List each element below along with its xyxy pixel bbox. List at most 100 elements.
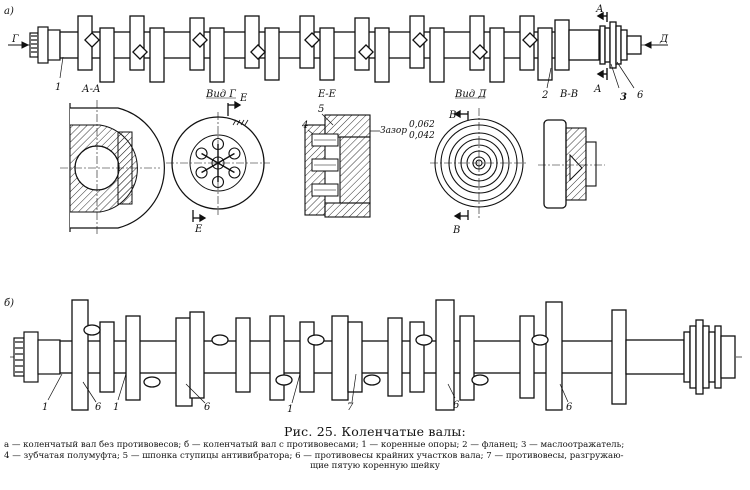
callout-b-6c: 6 bbox=[453, 400, 460, 411]
gear-tooth-g bbox=[236, 119, 241, 126]
gap-value-upper: 0,062 bbox=[409, 120, 435, 130]
arrow-g-label: Г bbox=[11, 34, 19, 45]
spoke-g bbox=[201, 152, 219, 164]
crank-web-a bbox=[374, 27, 390, 83]
crankpin-b bbox=[307, 334, 325, 346]
view-g-title: Вид Г bbox=[205, 89, 236, 100]
crank-web-b bbox=[519, 315, 535, 399]
section-ee-view: Е-Е 5 4 Зазор 0,062 0,042 bbox=[301, 89, 435, 218]
legend-line-3: щие пятую коренную шейку bbox=[310, 461, 440, 472]
callout-b-1a: 1 bbox=[42, 402, 48, 413]
crank-web-b bbox=[435, 299, 455, 411]
gap-label: Зазор bbox=[380, 126, 407, 136]
gap-value-lower: 0,042 bbox=[409, 131, 435, 141]
crank-web-a bbox=[354, 17, 370, 71]
view-g-bolts bbox=[195, 119, 249, 189]
crank-web-b bbox=[347, 321, 363, 393]
spoke-g bbox=[217, 162, 235, 174]
crankpin-b bbox=[143, 376, 161, 388]
crankpin-b bbox=[471, 374, 489, 386]
crank-web-b bbox=[459, 315, 475, 401]
oil-hole-a bbox=[132, 44, 148, 60]
callout-b-6d: 6 bbox=[566, 402, 573, 413]
legend-line-1: а — коленчатый вал без противовесов; б —… bbox=[4, 440, 625, 450]
callout-b-6b: 6 bbox=[204, 402, 211, 413]
callout-b-1c: 1 bbox=[287, 404, 293, 415]
section-aa-view: А-А bbox=[60, 84, 165, 236]
oil-hole-a bbox=[412, 32, 428, 48]
view-d-title: Вид Д bbox=[454, 89, 487, 100]
crankpin-b bbox=[83, 324, 101, 336]
callout-b-7: 7 bbox=[347, 402, 354, 413]
shaft-nose-a bbox=[29, 26, 61, 64]
crank-web-b bbox=[545, 301, 563, 411]
view-g-mark-top: Е bbox=[239, 93, 248, 104]
ee-bolts bbox=[311, 133, 339, 197]
oil-hole-a bbox=[522, 32, 538, 48]
oil-hole-a bbox=[192, 32, 208, 48]
arrow-d-label: Д bbox=[659, 34, 669, 45]
crank-web-a bbox=[209, 27, 225, 83]
spoke-g bbox=[217, 152, 235, 164]
crank-web-a bbox=[99, 27, 115, 83]
shaft-nose-b bbox=[13, 331, 61, 383]
view-d: Вид Д В В bbox=[430, 89, 528, 236]
gear-tooth-g bbox=[244, 119, 249, 126]
panel-b: б) bbox=[4, 298, 742, 415]
callout-a-2: 2 bbox=[541, 90, 548, 101]
crank-web-a bbox=[264, 27, 280, 81]
crankpin-b bbox=[363, 374, 381, 386]
crankpin-b bbox=[531, 334, 549, 346]
crank-web-b bbox=[331, 315, 349, 401]
gear-tooth-g bbox=[240, 119, 245, 126]
crankpin-b bbox=[275, 374, 293, 386]
crank-webs-b bbox=[71, 299, 563, 411]
callout-b-6a: 6 bbox=[95, 402, 102, 413]
figure-caption: Рис. 25. Коленчатые валы: bbox=[284, 424, 466, 439]
crank-web-a bbox=[469, 15, 485, 71]
crank-web-b bbox=[71, 299, 89, 411]
section-mark-aa bbox=[596, 11, 608, 80]
callout-a-1: 1 bbox=[55, 82, 61, 93]
oil-hole-a bbox=[250, 44, 266, 60]
section-mark-aa-bottom: А bbox=[593, 84, 602, 95]
flange-b bbox=[611, 309, 736, 405]
crank-web-a bbox=[319, 27, 335, 81]
section-ee-title: Е-Е bbox=[317, 89, 337, 100]
crank-webs-a bbox=[77, 15, 553, 83]
oil-hole-a bbox=[358, 44, 374, 60]
crank-web-b bbox=[235, 317, 251, 393]
view-g-mark-bottom: Е bbox=[194, 224, 203, 235]
gear-tooth-g bbox=[232, 119, 237, 126]
section-vv-view: В-В bbox=[538, 89, 605, 209]
crank-web-b bbox=[269, 315, 285, 401]
panel-a-label: а) bbox=[4, 6, 14, 17]
panel-a: а) bbox=[4, 4, 669, 103]
arrow-g bbox=[8, 41, 30, 49]
oil-hole-a bbox=[304, 32, 320, 48]
crank-web-a bbox=[149, 27, 165, 83]
oil-hole-a bbox=[84, 32, 100, 48]
view-g: Вид Г Е Е bbox=[166, 89, 270, 235]
flange-a bbox=[554, 19, 642, 71]
crank-web-a bbox=[489, 27, 505, 83]
section-mark-aa-top: А bbox=[595, 4, 604, 15]
crank-web-b bbox=[125, 315, 141, 401]
view-d-mark-bottom: В bbox=[452, 225, 460, 236]
crank-web-a bbox=[429, 27, 445, 83]
ee-callout-5: 5 bbox=[318, 104, 324, 115]
spoke-g bbox=[201, 162, 219, 174]
crank-web-a bbox=[129, 15, 145, 71]
callout-a-3: 3 bbox=[620, 92, 627, 103]
arrow-d bbox=[643, 41, 668, 49]
callout-b-1b: 1 bbox=[113, 402, 119, 413]
figure-legend: а — коленчатый вал без противовесов; б —… bbox=[4, 440, 746, 472]
crank-web-b bbox=[299, 321, 315, 393]
view-d-mark-top: В bbox=[448, 110, 456, 121]
section-aa-title: А-А bbox=[81, 84, 101, 95]
crankshaft-drawing: а) bbox=[4, 4, 742, 415]
callout-a-6: 6 bbox=[637, 90, 644, 101]
crank-web-a bbox=[244, 15, 260, 69]
panel-b-label: б) bbox=[4, 298, 14, 309]
crank-web-b bbox=[189, 311, 205, 399]
